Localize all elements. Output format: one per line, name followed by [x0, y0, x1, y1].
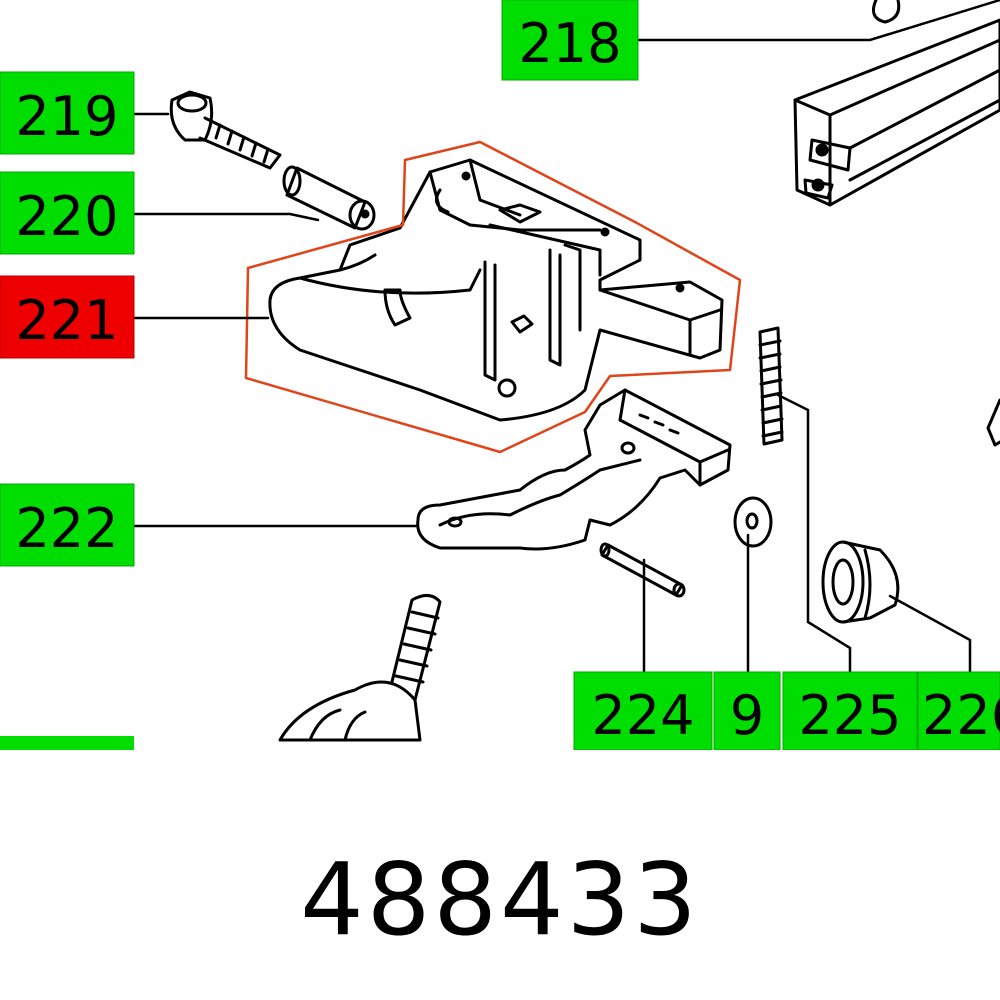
callout-221[interactable]: 221 — [0, 275, 135, 359]
callout-225-bg — [782, 671, 918, 751]
callout-224[interactable]: 224 — [573, 671, 713, 751]
callout-221-text: 221 — [15, 289, 118, 352]
callout-218[interactable]: 218 — [501, 0, 639, 81]
callout-219-text: 219 — [15, 85, 118, 148]
part-number-caption: 488433 — [300, 841, 700, 958]
leader-line-226 — [888, 594, 972, 674]
callout-226[interactable]: 226 — [917, 671, 1000, 751]
callout-9-bg — [713, 671, 781, 751]
callout-partial-bottom-left — [0, 736, 134, 750]
callout-221-bg — [0, 275, 135, 359]
part-218-rail — [793, 0, 1000, 207]
callout-9-text: 9 — [730, 684, 764, 747]
callout-218-bg — [501, 0, 639, 81]
callout-225[interactable]: 225 — [782, 671, 918, 751]
callout-222-text: 222 — [15, 497, 118, 560]
callout-224-text: 224 — [591, 684, 694, 747]
callout-225-text: 225 — [798, 684, 901, 747]
callout-218-text: 218 — [518, 12, 621, 75]
leader-line-218 — [634, 0, 1000, 42]
callout-226-bg — [917, 671, 1000, 751]
part-221-selection-outline — [244, 140, 742, 454]
leader-line-225 — [776, 393, 852, 674]
callout-222-bg — [0, 483, 135, 567]
part-9-washer — [733, 496, 773, 548]
part-226-knob — [821, 540, 900, 624]
part-221-bracket — [268, 158, 724, 422]
callout-219[interactable]: 219 — [0, 71, 135, 155]
callout-226-text: 226 — [922, 684, 1000, 747]
part-222-lever — [416, 388, 732, 551]
callout-220-text: 220 — [15, 185, 118, 248]
callout-219-bg — [0, 71, 135, 155]
callout-222[interactable]: 222 — [0, 483, 135, 567]
part-219-screw — [169, 90, 282, 170]
part-224-pin — [599, 542, 686, 598]
callout-220-bg — [0, 171, 135, 255]
callout-9[interactable]: 9 — [713, 671, 781, 751]
callout-224-bg — [573, 671, 713, 751]
part-220-sleeve — [282, 165, 376, 231]
part-225-stud — [758, 326, 784, 446]
leader-line-220 — [132, 212, 320, 222]
diagram-bottom-mask — [0, 750, 1000, 1000]
part-right-partial — [986, 398, 1000, 447]
callout-220[interactable]: 220 — [0, 171, 135, 255]
part-threaded-knob — [278, 594, 442, 742]
